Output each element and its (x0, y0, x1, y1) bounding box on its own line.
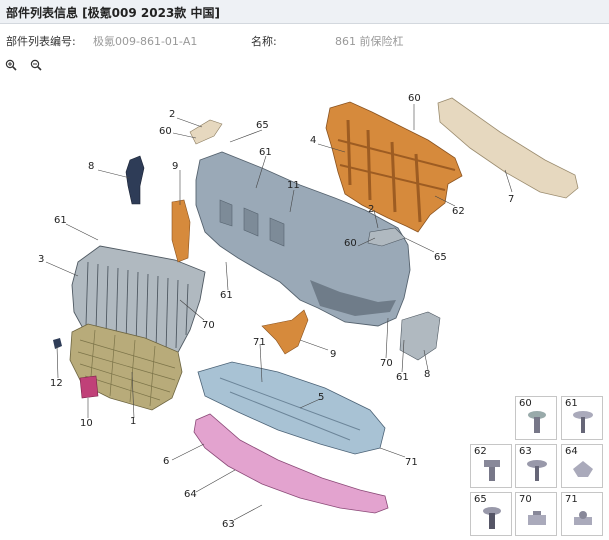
part-list-number-label: 部件列表编号: (6, 35, 76, 48)
legend-item-71[interactable]: 71 (561, 492, 603, 536)
zoom-out-icon (30, 59, 42, 71)
title-bar: 部件列表信息 [极氪009 2023款 中国] (0, 0, 609, 24)
legend-item-60[interactable]: 60 (515, 396, 557, 440)
callout-61[interactable]: 61 (259, 147, 272, 158)
callout-11[interactable]: 11 (287, 180, 300, 191)
callout-8-right[interactable]: 8 (424, 369, 430, 380)
zoom-in-icon (5, 59, 17, 71)
part-12-clip[interactable] (53, 338, 62, 349)
callout-71[interactable]: 71 (253, 337, 266, 348)
callout-2[interactable]: 2 (169, 109, 175, 120)
exploded-parts-diagram: 2 60 65 60 4 8 9 61 11 7 62 2 61 60 65 3… (38, 93, 579, 530)
callout-71-bottom[interactable]: 71 (405, 457, 418, 468)
part-clip-2-top[interactable] (189, 119, 223, 145)
callout-65-right[interactable]: 65 (434, 252, 447, 263)
legend-item-63[interactable]: 63 (515, 444, 557, 488)
clip-icon (573, 461, 593, 477)
part-bracket-8-left[interactable] (125, 155, 145, 205)
callout-8[interactable]: 8 (88, 161, 94, 172)
fastener-legend: 60 61 62 63 64 65 70 71 (470, 396, 609, 540)
callout-70[interactable]: 70 (202, 320, 215, 331)
callout-4[interactable]: 4 (310, 135, 316, 146)
callout-60-top[interactable]: 60 (408, 93, 421, 104)
callout-70-right[interactable]: 70 (380, 358, 393, 369)
callout-61-right[interactable]: 61 (396, 372, 409, 383)
part-10-plate[interactable] (79, 375, 99, 399)
callout-2-mid[interactable]: 2 (368, 204, 374, 215)
washer-bolt-icon (483, 507, 501, 529)
callout-10[interactable]: 10 (80, 418, 93, 429)
part-name-value: 861 前保险杠 (335, 35, 404, 48)
callout-3[interactable]: 3 (38, 254, 44, 265)
part-list-number-value: 极氪009-861-01-A1 (93, 35, 198, 48)
callout-62[interactable]: 62 (452, 206, 465, 217)
callout-9[interactable]: 9 (172, 161, 178, 172)
callout-64[interactable]: 64 (184, 489, 197, 500)
callout-61-center[interactable]: 61 (220, 290, 233, 301)
callout-9-right[interactable]: 9 (330, 349, 336, 360)
screw-icon (573, 411, 593, 433)
callout-60[interactable]: 60 (159, 126, 172, 137)
nut-clip-icon (528, 511, 546, 525)
legend-item-61[interactable]: 61 (561, 396, 603, 440)
callout-60-mid[interactable]: 60 (344, 238, 357, 249)
zoom-in-button[interactable] (5, 56, 17, 71)
legend-item-64[interactable]: 64 (561, 444, 603, 488)
hex-bolt-icon (484, 460, 500, 481)
part-name-label: 名称: (251, 35, 277, 48)
legend-item-70[interactable]: 70 (515, 492, 557, 536)
callout-63[interactable]: 63 (222, 519, 235, 530)
callout-1[interactable]: 1 (130, 416, 136, 427)
legend-item-65[interactable]: 65 (470, 492, 512, 536)
part-info-row: 部件列表编号: 极氪009-861-01-A1 名称: 861 前保险杠 (0, 33, 609, 51)
flange-screw-icon (527, 460, 547, 481)
callout-65[interactable]: 65 (256, 120, 269, 131)
callout-12[interactable]: 12 (50, 378, 63, 389)
callout-6[interactable]: 6 (163, 456, 169, 467)
speed-nut-icon (574, 511, 592, 525)
page-title: 部件列表信息 [极氪009 2023款 中国] (6, 6, 220, 20)
part-bumper-cover[interactable] (195, 151, 411, 327)
callout-5[interactable]: 5 (318, 392, 324, 403)
callout-61-left[interactable]: 61 (54, 215, 67, 226)
part-bracket-8-right[interactable] (399, 311, 441, 361)
callout-7[interactable]: 7 (508, 194, 514, 205)
part-bracket-9-left[interactable] (171, 199, 191, 263)
zoom-out-button[interactable] (30, 56, 42, 71)
part-bracket-9-right[interactable] (261, 309, 309, 355)
legend-item-62[interactable]: 62 (470, 444, 512, 488)
part-energy-absorber[interactable] (437, 97, 579, 199)
bolt-icon (528, 411, 546, 433)
part-lower-lip[interactable] (193, 413, 389, 514)
